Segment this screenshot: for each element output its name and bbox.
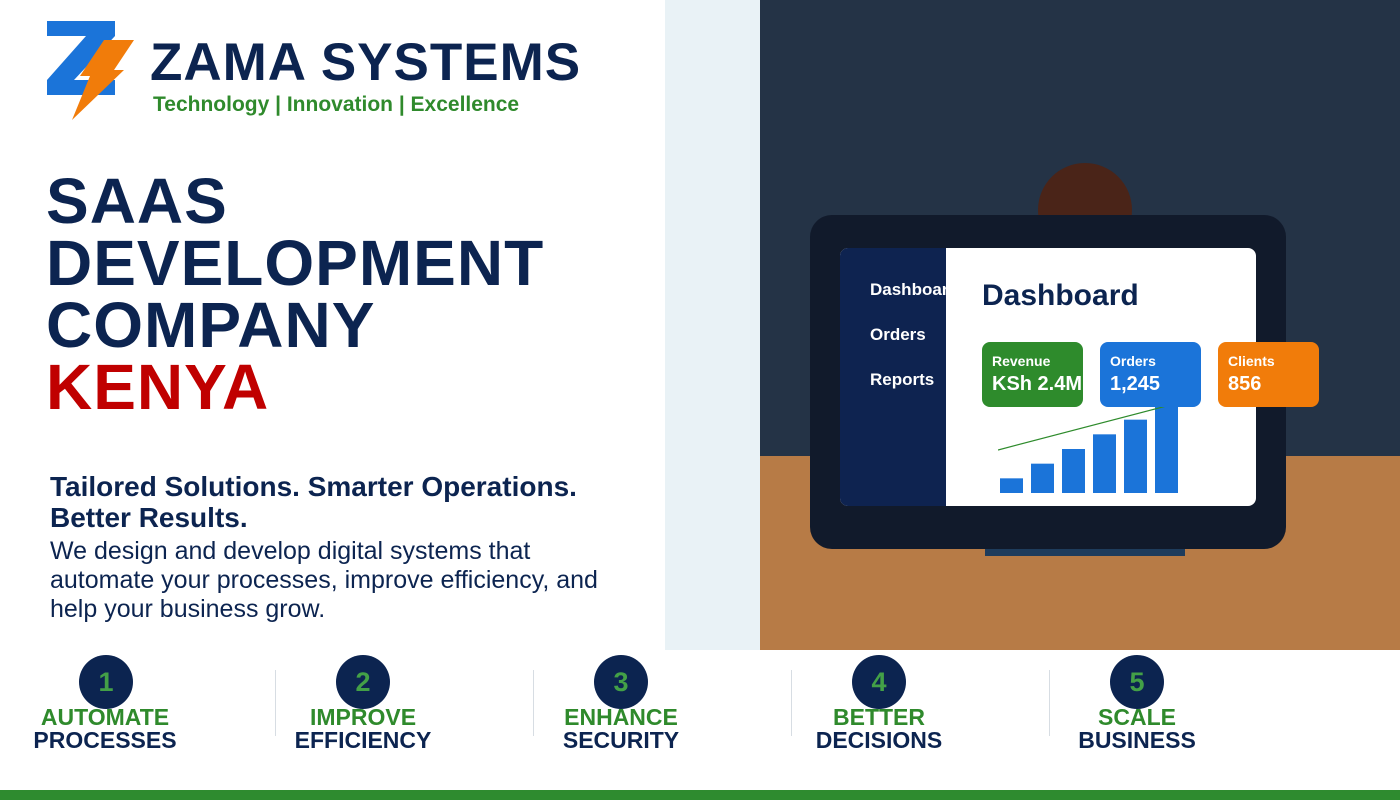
feature-number-badge: 1 <box>79 655 133 709</box>
kpi-label: Orders <box>1110 353 1156 369</box>
feature-number-badge: 5 <box>1110 655 1164 709</box>
chart-bar <box>1093 434 1116 493</box>
sidebar-item-reports[interactable]: Reports <box>870 370 935 389</box>
kpi-card-revenue: Revenue KSh 2.4M <box>982 342 1083 407</box>
feature-number-badge: 2 <box>336 655 390 709</box>
z-bolt-logo-icon <box>47 21 134 120</box>
feature-title-bottom: EFFICIENCY <box>294 727 432 753</box>
kpi-value: KSh 2.4M <box>992 373 1083 395</box>
feature-title-bottom: SECURITY <box>562 727 680 753</box>
feature-divider <box>275 670 276 736</box>
feature-title-bottom: BUSINESS <box>1078 727 1196 753</box>
feature-divider <box>791 670 792 736</box>
kpi-value: 1,245 <box>1110 373 1161 395</box>
kpi-label: Revenue <box>992 353 1051 369</box>
chart-bar <box>1031 463 1054 493</box>
feature-title-bottom: PROCESSES <box>33 727 177 753</box>
dashboard-sidebar: Dashboard Orders Reports <box>840 248 959 506</box>
hero-headline: SAAS DEVELOPMENT COMPANY KENYA <box>46 165 545 423</box>
feature-title-top: SCALE <box>1098 704 1176 730</box>
kpi-card-orders: Orders 1,245 <box>1100 342 1201 407</box>
chart-bar <box>1124 419 1147 493</box>
hero-subhead: Tailored Solutions. Smarter Operations. … <box>50 471 577 533</box>
brand-name: ZAMA SYSTEMS <box>150 33 582 92</box>
bar-chart <box>998 403 1178 493</box>
feature-improve: 2 IMPROVE EFFICIENCY <box>258 655 516 755</box>
feature-divider <box>1049 670 1050 736</box>
feature-better: 4 BETTER DECISIONS <box>774 655 1032 755</box>
feature-title-top: ENHANCE <box>564 704 678 730</box>
feature-number-badge: 3 <box>594 655 648 709</box>
feature-title-top: BETTER <box>833 704 925 730</box>
feature-title-top: AUTOMATE <box>40 704 170 730</box>
sidebar-item-dashboard[interactable]: Dashboard <box>870 280 959 299</box>
sidebar-item-orders[interactable]: Orders <box>870 325 926 344</box>
chart-bar <box>1155 405 1178 493</box>
headline-line-3: COMPANY <box>46 289 376 361</box>
headline-accent: KENYA <box>46 351 270 423</box>
headline-line-2: DEVELOPMENT <box>46 227 545 299</box>
chart-bar <box>1000 478 1023 493</box>
chart-trend-line <box>998 403 1178 451</box>
dashboard-screen: Dashboard Orders Reports Dashboard <box>840 248 1256 506</box>
feature-automate: 1 AUTOMATE PROCESSES <box>0 655 258 755</box>
dashboard-title: Dashboard <box>982 279 1139 312</box>
brand-tagline: Technology | Innovation | Excellence <box>153 93 520 116</box>
headline-line-1: SAAS <box>46 165 228 237</box>
kpi-label: Clients <box>1228 353 1275 369</box>
feature-title-top: IMPROVE <box>309 704 417 730</box>
hero-body: We design and develop digital systems th… <box>50 537 598 623</box>
feature-title-bottom: DECISIONS <box>815 727 943 753</box>
feature-number-badge: 4 <box>852 655 906 709</box>
tablet-stand <box>985 547 1185 556</box>
kpi-value: 856 <box>1228 373 1262 395</box>
light-panel <box>665 0 760 650</box>
feature-enhance: 3 ENHANCE SECURITY <box>516 655 774 755</box>
footer-accent-bar <box>0 790 1400 800</box>
feature-divider <box>533 670 534 736</box>
chart-bar <box>1062 449 1085 493</box>
feature-scale: 5 SCALE BUSINESS <box>1032 655 1290 755</box>
kpi-card-clients: Clients 856 <box>1218 342 1319 407</box>
